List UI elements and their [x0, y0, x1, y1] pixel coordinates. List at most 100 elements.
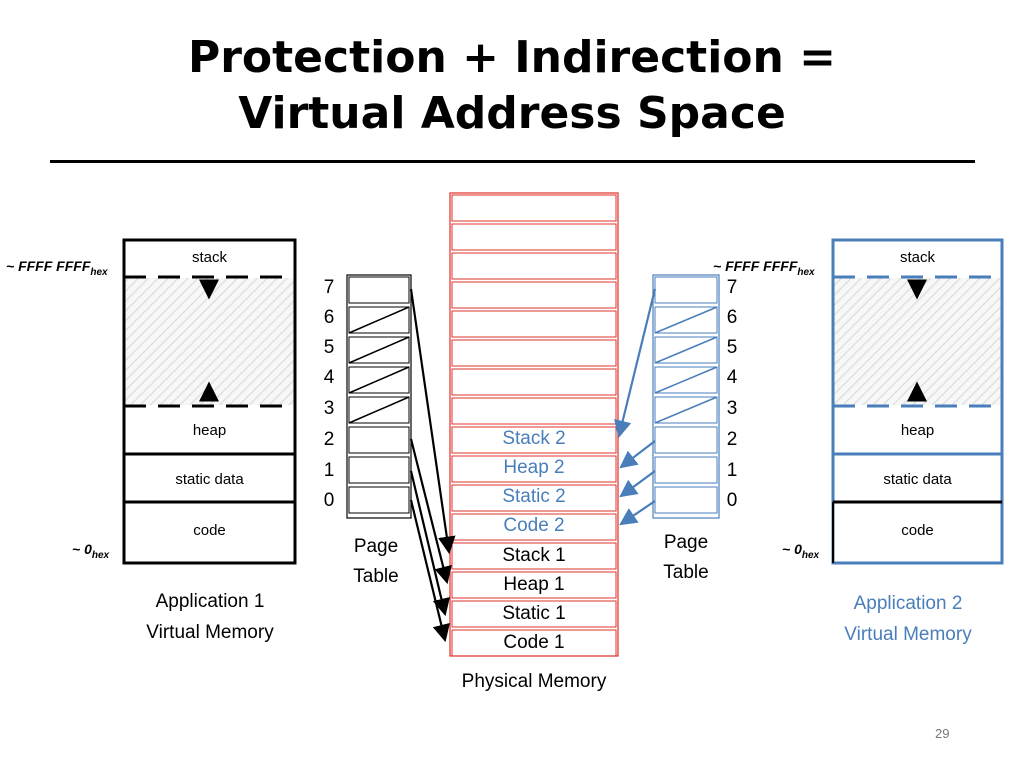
pt1-cell-2 — [348, 426, 410, 454]
app1-low-address-sub: hex — [91, 549, 110, 561]
pt1-index-0: 0 — [323, 490, 335, 511]
map-pt2-7-to-stack2 — [614, 288, 657, 439]
pt2-cell-5 — [654, 336, 718, 364]
app2-virtual-memory — [831, 238, 1004, 565]
phys-label-heap2: Heap 2 — [503, 457, 565, 478]
app2-memory-box — [831, 238, 1004, 565]
phys-label-stack1: Stack 1 — [502, 545, 566, 566]
phys-slot-heap1 — [451, 571, 617, 599]
app1-caption-line-2: Virtual Memory — [146, 622, 274, 643]
pt1-cell-1 — [348, 456, 410, 484]
slide-number: 29 — [935, 726, 950, 741]
app2-high-address-text: ~ FFFF FFFF — [713, 258, 798, 274]
pt2-index-2: 2 — [726, 429, 738, 450]
app2-static-label: static data — [883, 471, 952, 488]
map-pt1-7-to-stack1 — [409, 288, 456, 555]
pt2-label-line-2: Table — [663, 562, 709, 583]
pt2-index-5: 5 — [726, 337, 738, 358]
map-pt2-2-to-heap2 — [619, 440, 656, 469]
phys-slot-free-6 — [451, 339, 617, 367]
phys-slot-free-4 — [451, 281, 617, 309]
phys-slot-stack1 — [451, 542, 617, 570]
pt2-index-6: 6 — [726, 307, 738, 328]
app1-low-address: ~ 0hex — [72, 541, 109, 561]
app1-static-label: static data — [175, 471, 244, 488]
phys-slot-stack2 — [451, 426, 617, 454]
pt1-cell-6 — [348, 306, 410, 334]
pt1-cell-3 — [348, 396, 410, 424]
app1-code-label: code — [193, 522, 226, 539]
title-line-1: Protection + Indirection = — [187, 32, 837, 83]
phys-label-heap1: Heap 1 — [503, 574, 565, 595]
pt1-cell-7 — [348, 276, 410, 304]
pt2-invalid-4 — [654, 366, 718, 394]
pt1-index-4: 4 — [323, 367, 335, 388]
physical-memory-caption: Physical Memory — [461, 671, 607, 692]
phys-label-code1: Code 1 — [503, 632, 565, 653]
phys-label-static1: Static 1 — [502, 603, 566, 624]
app1-stack-label: stack — [191, 249, 227, 266]
slide-title: Protection + Indirection = Virtual Addre… — [0, 30, 1024, 142]
pt2-label-line-1: Page — [663, 532, 709, 553]
app2-high-address-sub: hex — [797, 266, 815, 278]
pt2-index-0: 0 — [726, 490, 738, 511]
pt2-cell-1 — [654, 456, 718, 484]
phys-slot-free-3 — [451, 252, 617, 280]
pt2-index-3: 3 — [726, 398, 738, 419]
app2-heap-label: heap — [900, 422, 935, 439]
phys-slot-free-7 — [451, 368, 617, 396]
app1-low-address-text: ~ 0 — [72, 541, 92, 557]
pt1-index-7: 7 — [323, 277, 335, 298]
map-pt2-1-to-static2 — [619, 470, 656, 498]
pt2-cell-0 — [654, 486, 718, 514]
phys-label-static2: Static 2 — [502, 486, 566, 507]
pt1-index-2: 2 — [323, 429, 335, 450]
app2-high-address: ~ FFFF FFFFhex — [713, 258, 815, 278]
map-pt1-0-to-code1 — [409, 499, 450, 643]
pt1-index-3: 3 — [323, 398, 335, 419]
app2-low-address: ~ 0hex — [782, 541, 819, 561]
pt1-invalid-5 — [348, 336, 410, 364]
pt2-index-1: 1 — [726, 460, 738, 481]
app2-code-label: code — [901, 522, 934, 539]
pt1-index-1: 1 — [323, 460, 335, 481]
page-table-1 — [346, 274, 412, 519]
pt1-index-6: 6 — [323, 307, 335, 328]
phys-slot-heap2 — [451, 455, 617, 483]
pt2-cell-3 — [654, 396, 718, 424]
app2-caption-line-2: Virtual Memory — [844, 624, 972, 645]
phys-slot-free-2 — [451, 223, 617, 251]
pt2-cell-6 — [654, 306, 718, 334]
pt1-mapping-arrows — [409, 288, 456, 643]
map-pt2-0-to-code2 — [619, 500, 656, 526]
pt2-mapping-arrows — [614, 288, 657, 526]
map-pt1-2-to-heap1 — [409, 438, 452, 585]
app1-memory-box — [122, 238, 297, 565]
pt1-cell-0 — [348, 486, 410, 514]
phys-slot-free-1 — [451, 194, 617, 222]
app1-high-address: ~ FFFF FFFFhex — [6, 258, 108, 278]
app2-stack-label: stack — [899, 249, 935, 266]
phys-slot-static2 — [451, 484, 617, 512]
app1-high-address-text: ~ FFFF FFFF — [6, 258, 91, 274]
pt1-label-line-1: Page — [353, 536, 399, 557]
phys-slot-free-8 — [451, 397, 617, 425]
pt2-invalid-6 — [654, 306, 718, 334]
pt2-invalid-3 — [654, 396, 718, 424]
pt2-index-4: 4 — [726, 367, 738, 388]
pt1-cell-4 — [348, 366, 410, 394]
app2-low-address-text: ~ 0 — [782, 541, 802, 557]
map-pt1-1-to-static1 — [409, 470, 450, 617]
pt1-cell-5 — [348, 336, 410, 364]
app2-low-address-sub: hex — [801, 549, 820, 561]
phys-label-code2: Code 2 — [503, 515, 565, 536]
page-table-2 — [652, 274, 720, 519]
phys-slot-code1 — [451, 629, 617, 657]
pt1-invalid-3 — [348, 396, 410, 424]
app1-virtual-memory — [122, 238, 297, 565]
pt1-invalid-4 — [348, 366, 410, 394]
pt1-index-5: 5 — [323, 337, 335, 358]
pt2-invalid-5 — [654, 336, 718, 364]
app1-high-address-sub: hex — [90, 266, 108, 278]
